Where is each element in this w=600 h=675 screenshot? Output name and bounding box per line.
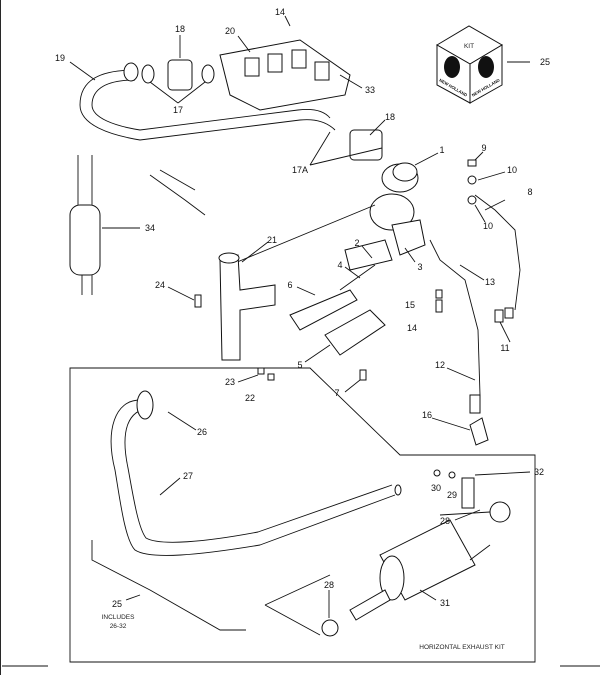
callout-17: 17 <box>173 105 183 115</box>
callout-13: 13 <box>485 277 495 287</box>
callout-21: 21 <box>267 235 277 245</box>
callout-24: 24 <box>155 280 165 290</box>
callout-10b: 10 <box>483 221 493 231</box>
callout-4: 4 <box>337 260 342 270</box>
callout-3: 3 <box>417 262 422 272</box>
callout-9: 9 <box>481 143 486 153</box>
kit-box-illustration: KIT NEW HOLLAND NEW HOLLAND <box>436 25 530 104</box>
includes-range: 26-32 <box>110 623 127 630</box>
turbocharger-1 <box>229 129 426 266</box>
callout-30: 30 <box>431 483 441 493</box>
callouts: 14 18 20 19 17 33 25 18 1 9 10 8 17A 10 … <box>55 7 550 651</box>
callout-22: 22 <box>245 393 255 403</box>
callout-8: 8 <box>527 187 532 197</box>
kit-title: HORIZONTAL EXHAUST KIT <box>419 644 505 651</box>
muffler-34 <box>69 155 101 295</box>
callout-2: 2 <box>354 238 359 248</box>
callout-34: 34 <box>145 223 155 233</box>
kit-bracket-32 <box>433 469 511 523</box>
exhaust-elbow-21 <box>218 252 276 361</box>
callout-7: 7 <box>334 388 339 398</box>
callout-5: 5 <box>297 360 302 370</box>
callout-27: 27 <box>183 471 193 481</box>
callout-14b: 14 <box>407 323 417 333</box>
callout-10: 10 <box>507 165 517 175</box>
callout-28: 28 <box>440 516 450 526</box>
kit-muffler-31 <box>264 509 491 637</box>
callout-25-kit: 25 <box>540 57 550 67</box>
callout-17a: 17A <box>292 165 308 175</box>
callout-18b: 18 <box>385 112 395 122</box>
callout-33: 33 <box>365 85 375 95</box>
leader-lines <box>69 15 531 618</box>
callout-31: 31 <box>440 598 450 608</box>
callout-23: 23 <box>225 377 235 387</box>
callout-12: 12 <box>435 360 445 370</box>
callout-29: 29 <box>447 490 457 500</box>
callout-11: 11 <box>500 343 509 353</box>
callout-26: 26 <box>197 427 207 437</box>
includes-label: INCLUDES <box>102 614 136 621</box>
exhaust-manifold-20 <box>123 39 351 111</box>
callout-18: 18 <box>175 24 185 34</box>
kit-pipe-27 <box>91 390 402 631</box>
brackets-5-6 <box>289 239 393 356</box>
callout-32: 32 <box>534 467 544 477</box>
fasteners <box>194 159 514 381</box>
oil-lines <box>429 194 521 446</box>
callout-1: 1 <box>439 145 444 155</box>
callout-25: 25 <box>112 599 122 609</box>
callout-6: 6 <box>287 280 292 290</box>
callout-20: 20 <box>225 26 235 36</box>
callout-15: 15 <box>405 300 415 310</box>
callout-19: 19 <box>55 53 65 63</box>
callout-16: 16 <box>422 410 432 420</box>
callout-14: 14 <box>275 7 285 17</box>
kit-label: KIT <box>464 43 474 50</box>
exhaust-pipe-19 <box>79 69 336 216</box>
horizontal-kit-frame <box>69 367 536 663</box>
callout-28b: 28 <box>324 580 334 590</box>
